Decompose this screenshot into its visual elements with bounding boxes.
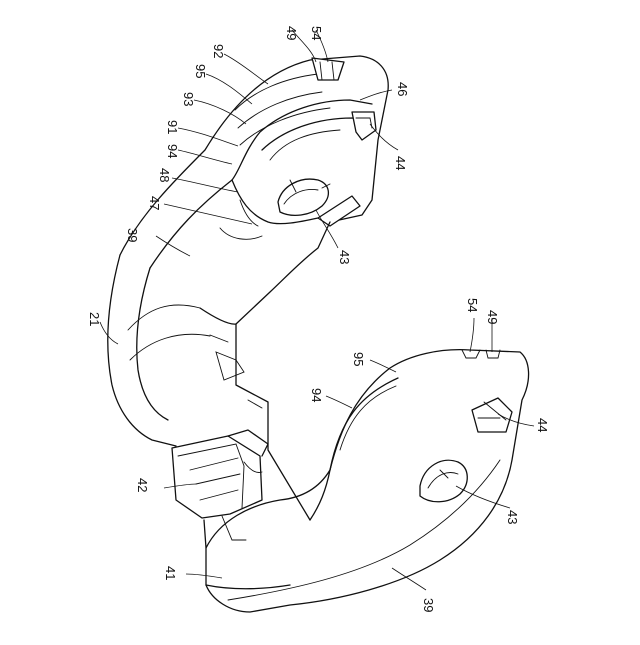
numeral-44: 44 [393,156,408,170]
reference-numerals: 49 54 92 95 46 93 91 94 44 48 47 39 43 2… [87,26,550,612]
numeral-43: 43 [505,510,520,524]
numeral-44: 44 [535,418,550,432]
numeral-94: 94 [165,144,180,158]
numeral-48: 48 [157,168,172,182]
numeral-21: 21 [87,312,102,326]
numeral-47: 47 [147,196,162,210]
numeral-54: 54 [465,298,480,312]
upper-arm [120,56,388,268]
numeral-54: 54 [309,26,324,40]
clip-block [172,430,268,548]
numeral-39: 39 [125,228,140,242]
numeral-41: 41 [163,566,178,580]
numeral-93: 93 [181,92,196,106]
numeral-95: 95 [193,64,208,78]
numeral-49: 49 [284,26,299,40]
numeral-42: 42 [135,478,150,492]
numeral-43: 43 [337,250,352,264]
numeral-91: 91 [165,120,180,134]
numeral-92: 92 [211,44,226,58]
numeral-95: 95 [351,352,366,366]
numeral-46: 46 [395,82,410,96]
numeral-39: 39 [421,598,436,612]
numeral-49: 49 [485,310,500,324]
numeral-94: 94 [309,388,324,402]
